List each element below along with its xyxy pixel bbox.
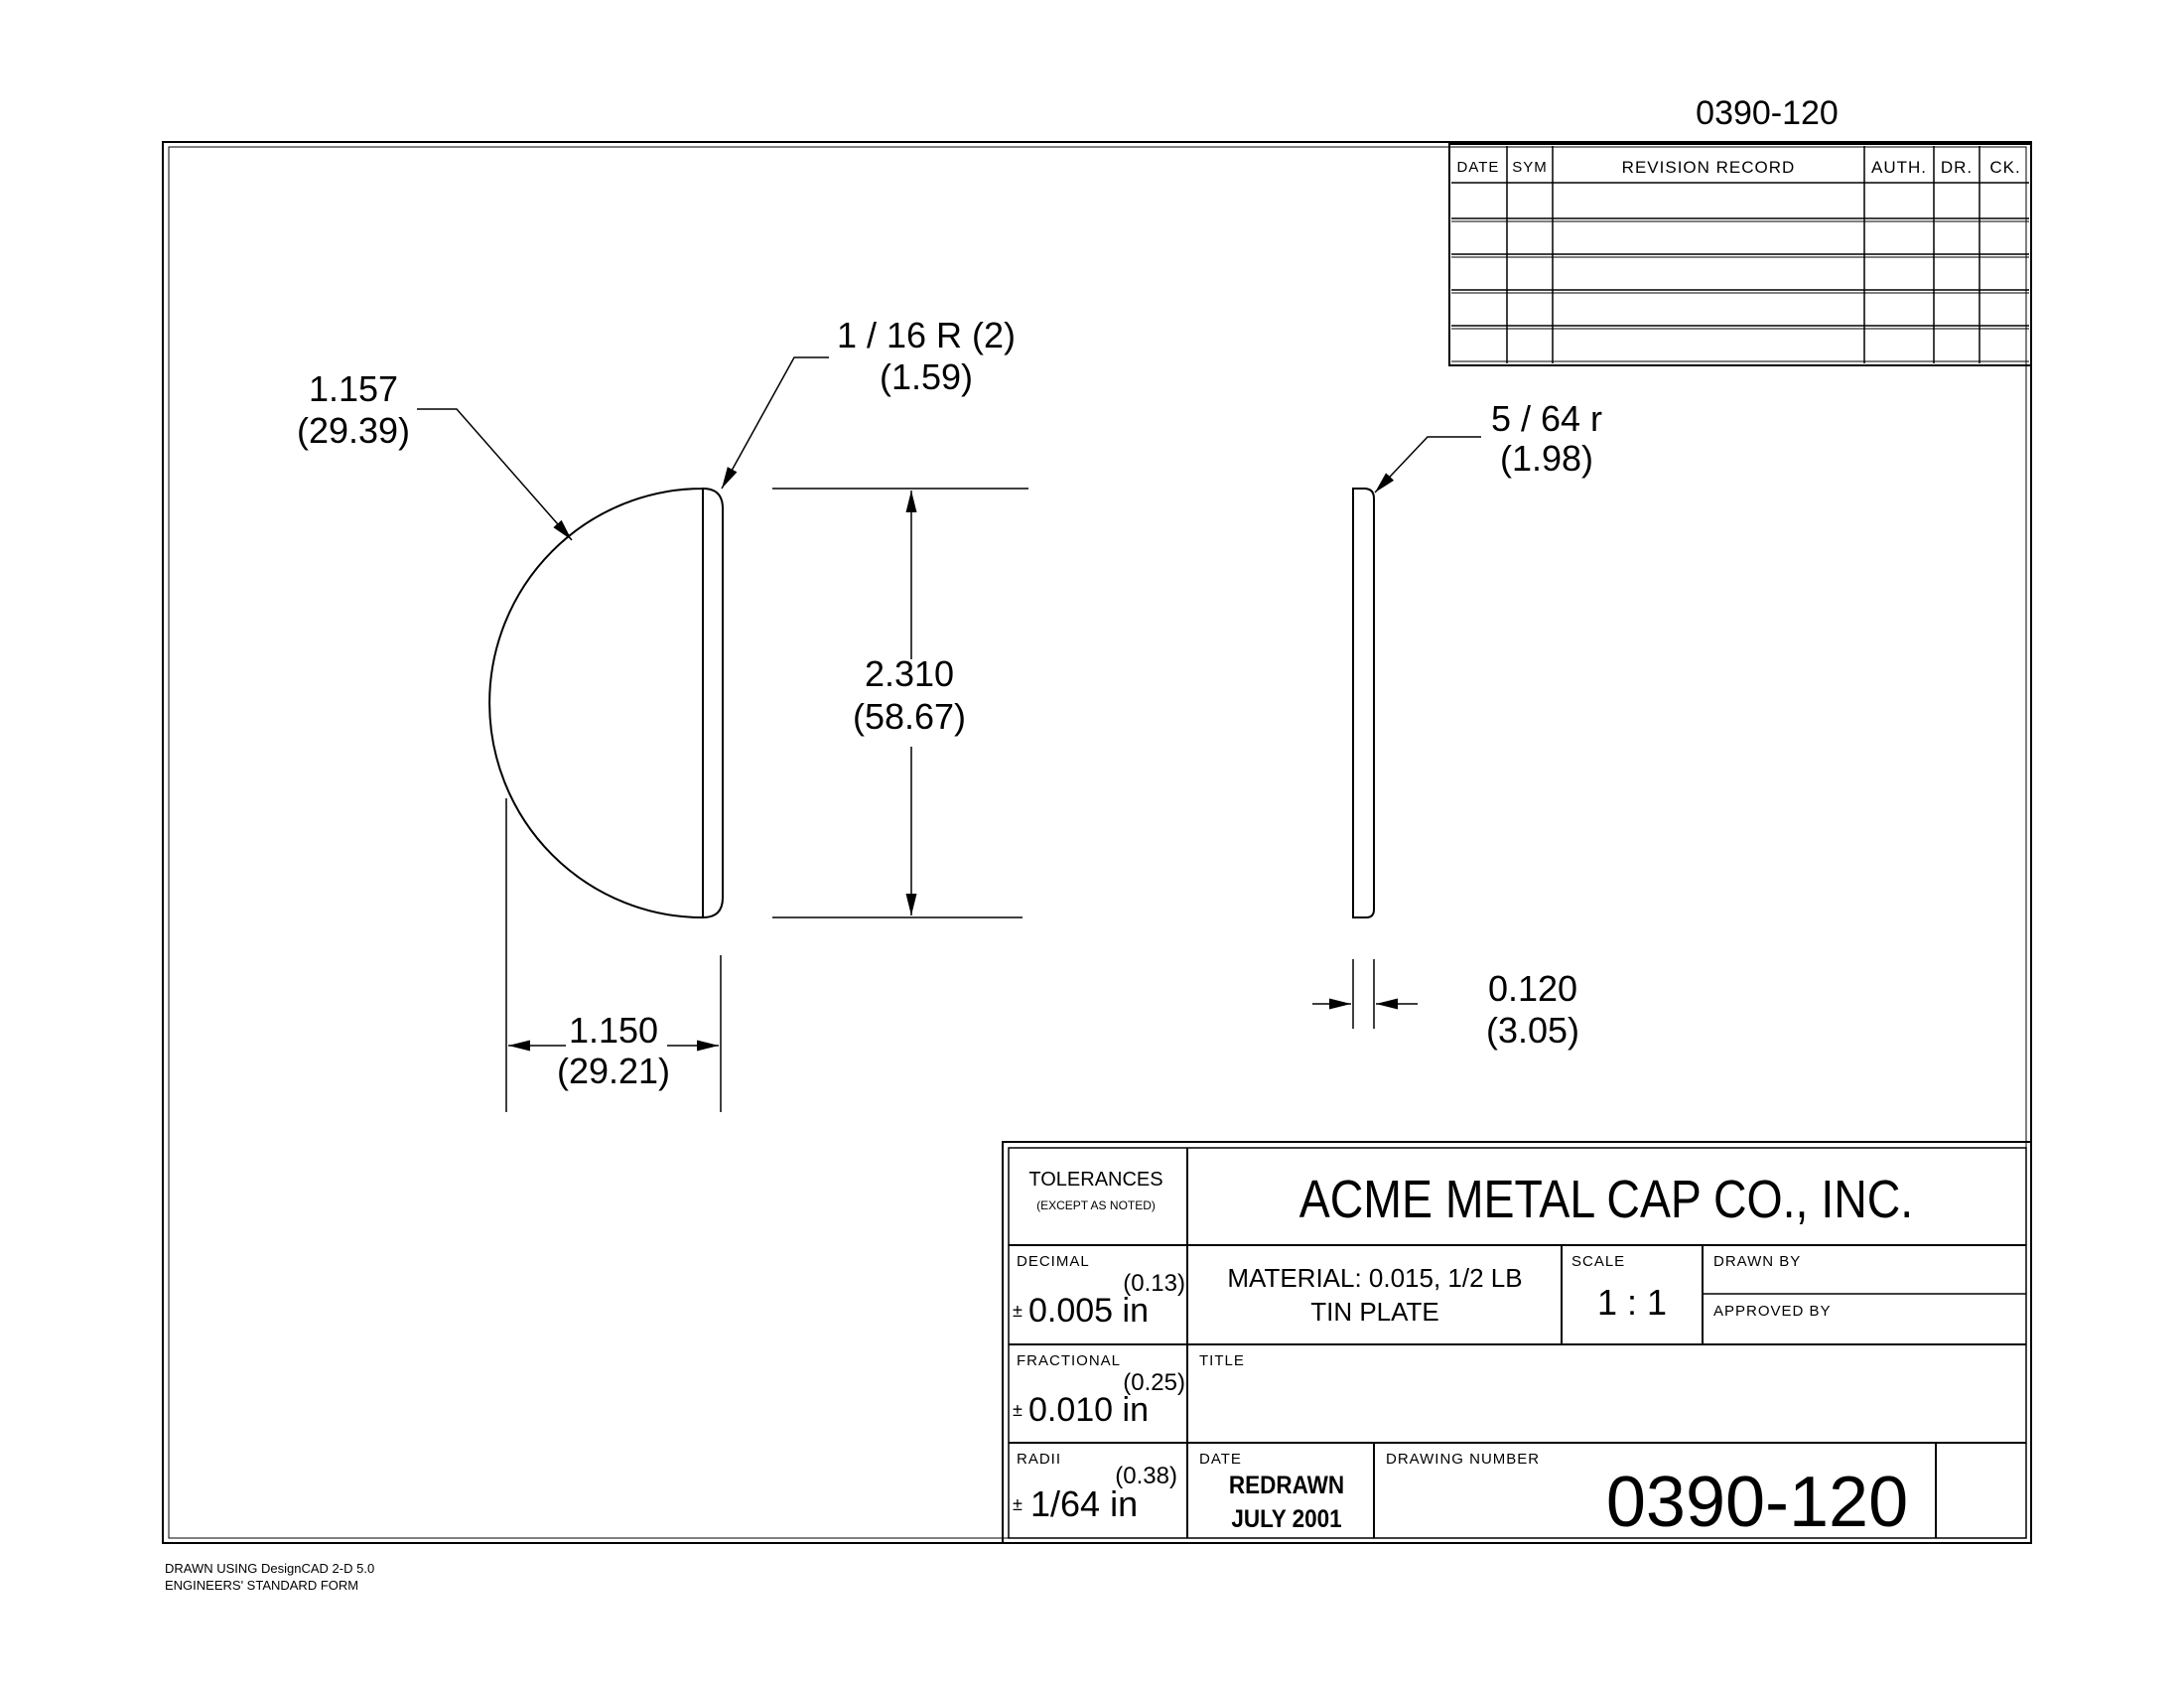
scale-label: SCALE <box>1571 1253 1625 1270</box>
fractional-metric: (0.25) <box>1123 1369 1185 1396</box>
top-radius-leader-line <box>721 356 829 490</box>
footer-line-2: ENGINEERS' STANDARD FORM <box>165 1578 358 1593</box>
side-view-outline <box>1352 488 1375 918</box>
drawing-number-label: DRAWING NUMBER <box>1386 1451 1540 1468</box>
drawing-number: 0390-120 <box>1606 1463 1908 1542</box>
rev-header-sym: SYM <box>1512 159 1548 176</box>
title-block <box>1002 1141 2032 1544</box>
side-radius-dimension-value: 5 / 64 r <box>1491 398 1602 439</box>
top-radius-dimension-metric: (1.59) <box>880 356 973 397</box>
date-line-2: JULY 2001 <box>1231 1505 1341 1533</box>
height-dimension-metric: (58.67) <box>853 696 966 737</box>
top-radius-dimension-value: 1 / 16 R (2) <box>837 315 1016 355</box>
radii-label: RADII <box>1017 1451 1061 1468</box>
date-line-1: REDRAWN <box>1229 1472 1344 1499</box>
width-dimension-metric: (29.21) <box>557 1051 670 1091</box>
scale-value: 1 : 1 <box>1597 1282 1667 1323</box>
arc-leader-line <box>417 408 573 541</box>
drawing-number-top: 0390-120 <box>1696 94 1839 132</box>
radii-metric: (0.38) <box>1115 1463 1177 1489</box>
fractional-label: FRACTIONAL <box>1017 1352 1121 1369</box>
company-name: ACME METAL CAP CO., INC. <box>1299 1169 1913 1229</box>
decimal-label: DECIMAL <box>1017 1253 1090 1270</box>
rev-header-record: REVISION RECORD <box>1622 158 1796 177</box>
thickness-dimension-metric: (3.05) <box>1486 1010 1579 1051</box>
cap-profile-outline <box>488 487 724 919</box>
title-label: TITLE <box>1199 1352 1245 1369</box>
sheet-border-outer <box>162 141 2032 1544</box>
revision-record-table: DATE SYM REVISION RECORD AUTH. DR. CK. <box>1448 143 2032 366</box>
fractional-pm: ± <box>1013 1400 1023 1420</box>
fractional-value: 0.010 in <box>1028 1391 1149 1429</box>
rev-header-dr: DR. <box>1941 158 1973 177</box>
arc-dimension-metric: (29.39) <box>297 410 410 451</box>
tolerances-label: TOLERANCES <box>1028 1169 1162 1191</box>
footer-line-1: DRAWN USING DesignCAD 2-D 5.0 <box>165 1561 374 1576</box>
thickness-dimension-value: 0.120 <box>1488 968 1577 1009</box>
width-dimension-value: 1.150 <box>569 1010 658 1051</box>
rev-header-auth: AUTH. <box>1871 158 1927 177</box>
decimal-pm: ± <box>1013 1301 1023 1321</box>
material-line-1: MATERIAL: 0.015, 1/2 LB <box>1227 1263 1522 1293</box>
approved-by-label: APPROVED BY <box>1713 1303 1832 1320</box>
rev-header-ck: CK. <box>1989 158 2020 177</box>
rev-header-date: DATE <box>1457 159 1500 176</box>
side-radius-leader-line <box>1374 436 1481 493</box>
side-radius-dimension-metric: (1.98) <box>1500 438 1593 479</box>
radii-value: 1/64 in <box>1030 1483 1138 1524</box>
radii-pm: ± <box>1013 1494 1023 1514</box>
decimal-value: 0.005 in <box>1028 1292 1149 1330</box>
arc-dimension-value: 1.157 <box>309 368 398 409</box>
tolerances-note: (EXCEPT AS NOTED) <box>1036 1198 1156 1212</box>
height-dimension-value: 2.310 <box>865 653 954 694</box>
drawn-by-label: DRAWN BY <box>1713 1253 1801 1270</box>
date-label: DATE <box>1199 1451 1242 1468</box>
decimal-metric: (0.13) <box>1123 1270 1185 1297</box>
material-line-2: TIN PLATE <box>1310 1297 1439 1327</box>
extension-lines <box>505 488 1375 1112</box>
